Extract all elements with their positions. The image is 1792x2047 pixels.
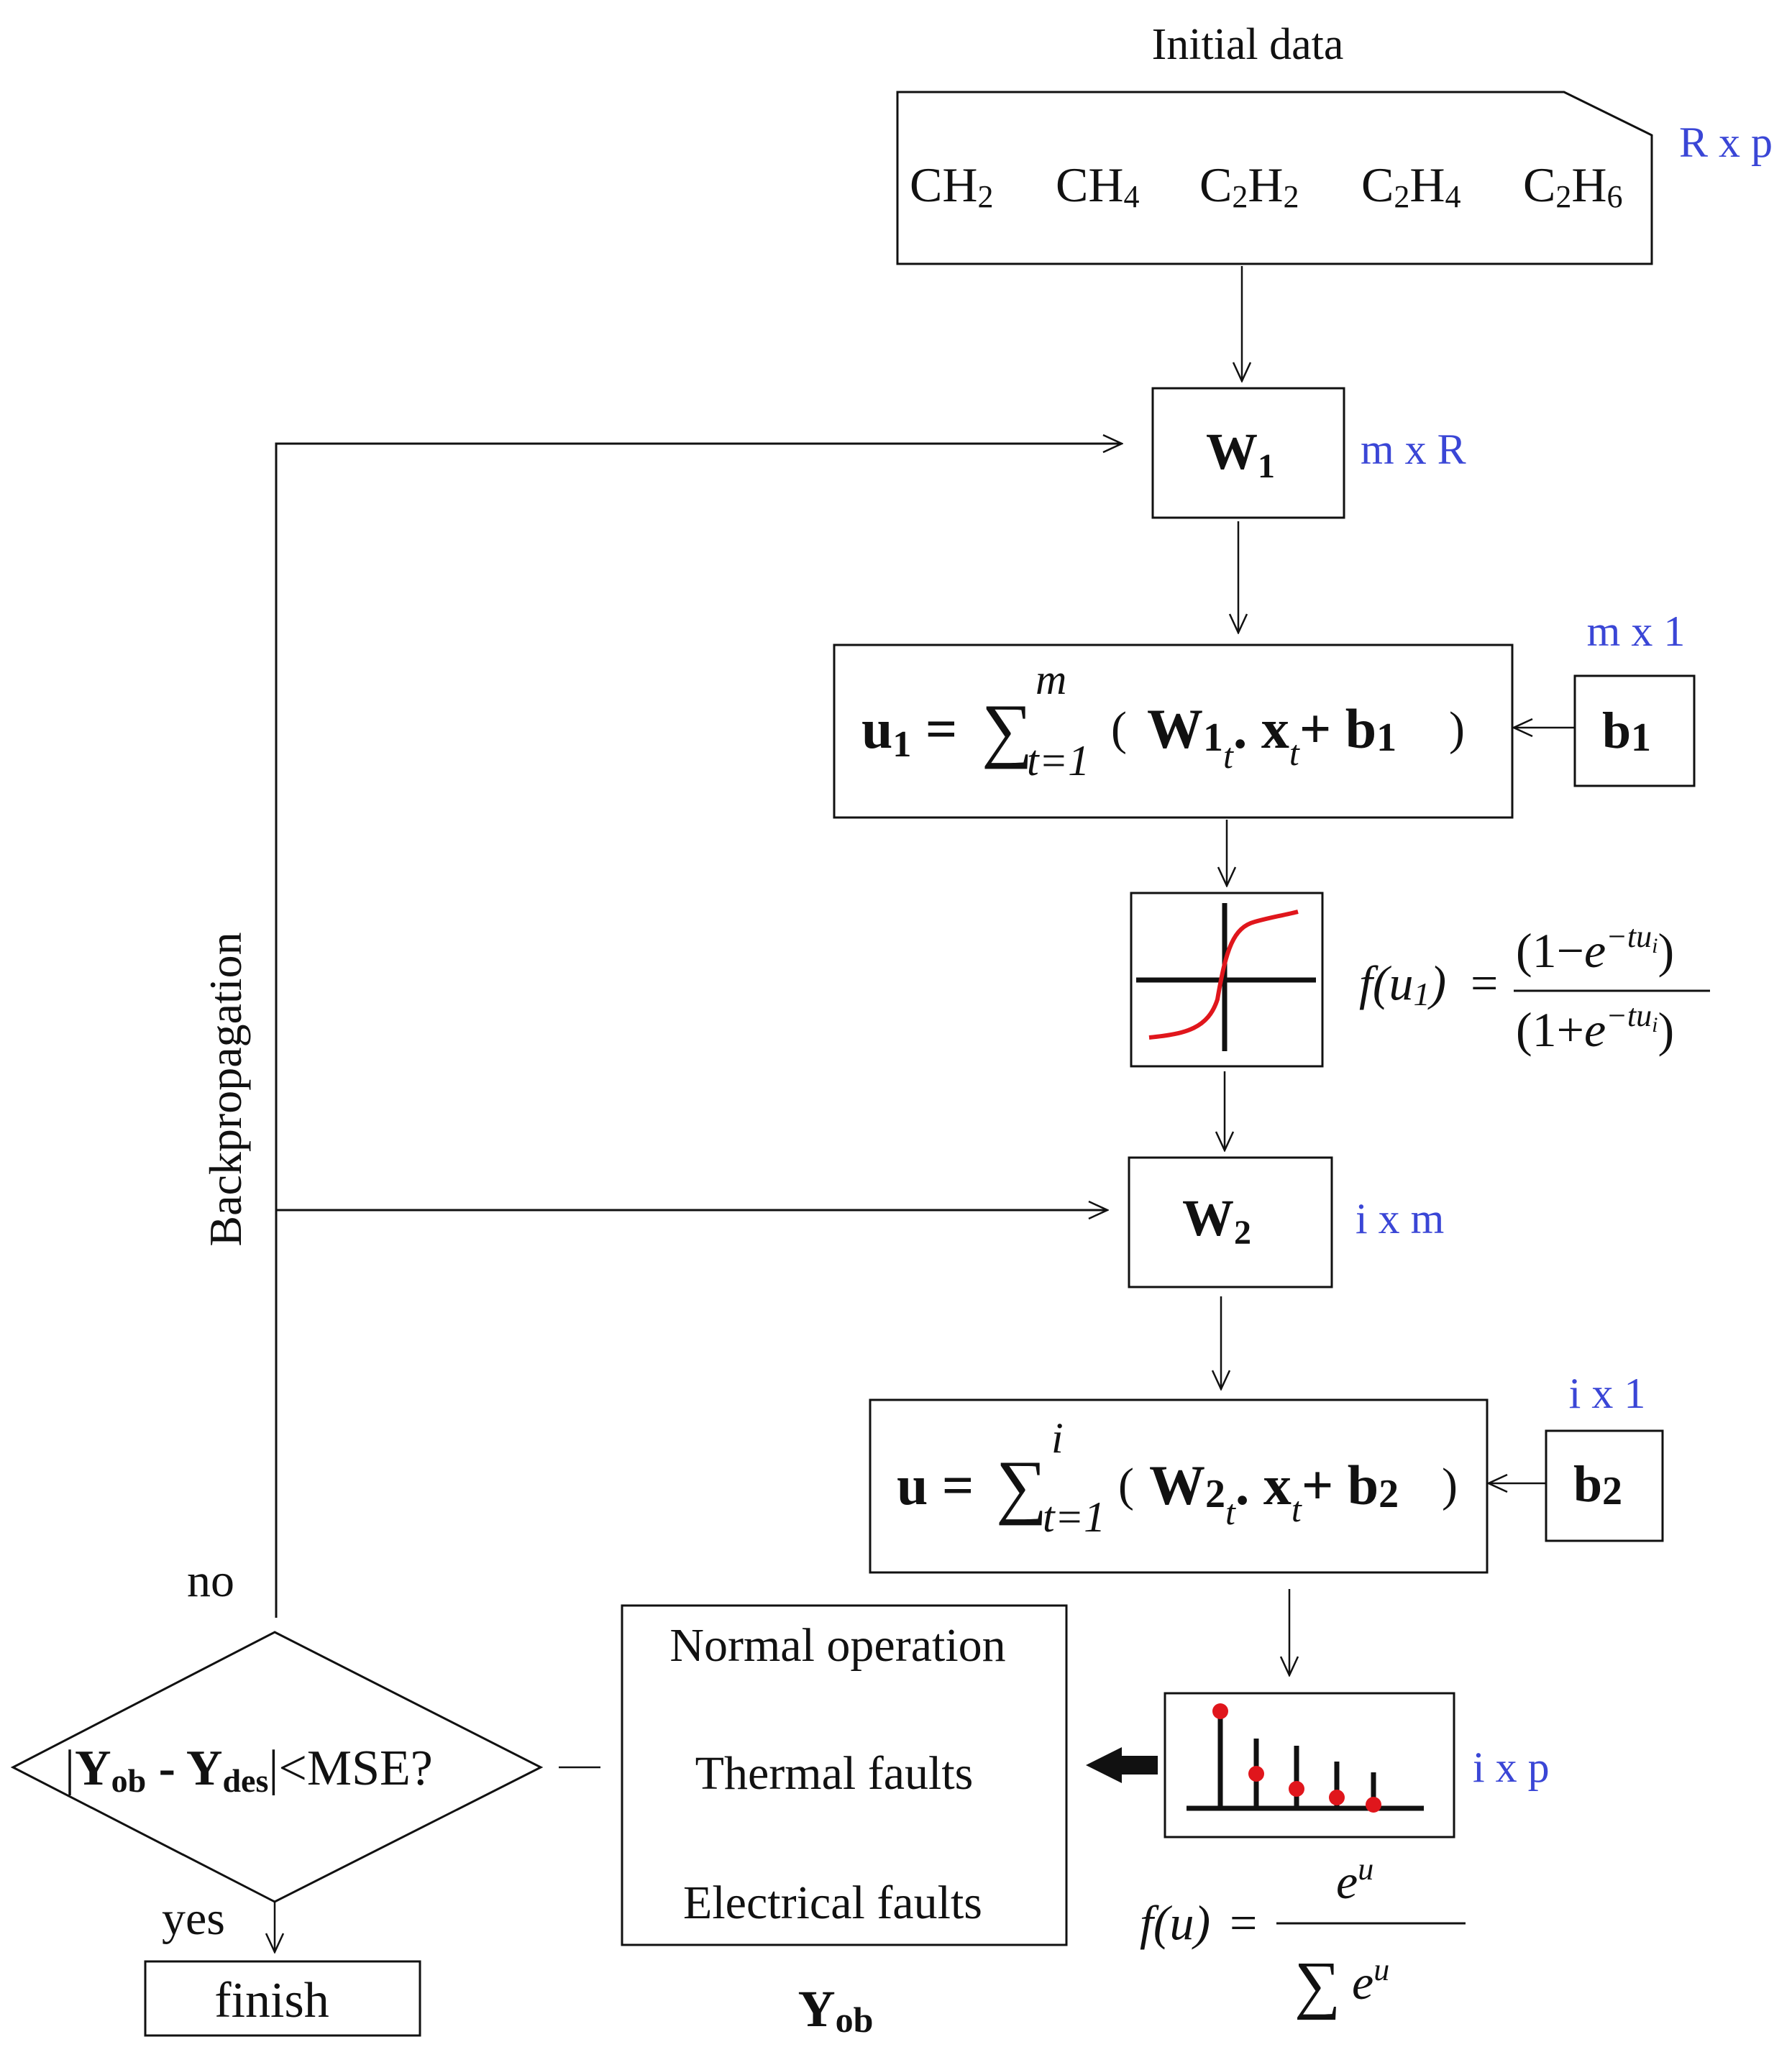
svg-text:=: = [1230,1895,1257,1950]
svg-text:(: ( [1111,702,1127,755]
arrow-softmax-to-outputs [1086,1747,1158,1783]
initial-data-title: Initial data [1152,20,1344,69]
gas-list: CH2 CH4 C2H2 C2H4 C2H6 [910,157,1622,214]
tanh-plot-icon [1136,903,1316,1051]
svg-text:∑: ∑ [1294,1949,1340,2020]
gas-c2h6: C2H6 [1523,157,1622,214]
softmax-stem-plot-icon [1187,1703,1424,1813]
u1-sigma: ∑ [982,690,1033,769]
gas-ch4: CH4 [1056,157,1139,214]
w2-box [1128,1156,1333,1288]
finish-label: finish [214,1973,329,2028]
svg-text:(1−e−tui): (1−e−tui) [1516,919,1674,978]
svg-text:eu: eu [1336,1851,1373,1909]
yes-label: yes [162,1892,225,1945]
w1-label: W1 [1206,423,1275,485]
u2-formula: u = ∑ i t=1 ( W2t. xt+ b2 ) [897,1414,1458,1541]
svg-text:u1 =: u1 = [861,697,957,765]
u1-lower: t=1 [1027,737,1089,784]
svg-text:(1+e−tui): (1+e−tui) [1516,998,1674,1057]
b1-box [1573,674,1696,787]
gas-c2h4: C2H4 [1361,157,1460,214]
gas-c2h2: C2H2 [1199,157,1299,214]
softmax-formula: f(u) = eu ∑ eu [1140,1851,1466,2020]
initial-data-dim: R x p [1679,119,1773,166]
outputs-label: Yob [798,1980,874,2040]
b2-label: b2 [1573,1455,1622,1514]
initial-data-box [896,91,1653,265]
svg-text:): ) [1442,1459,1458,1511]
u2-lower: t=1 [1043,1493,1105,1541]
w1-box [1151,387,1345,519]
b1-label: b1 [1602,702,1651,760]
w2-dim: i x m [1356,1195,1444,1242]
svg-text:eu: eu [1352,1952,1389,2010]
softmax-box [1164,1692,1455,1838]
b2-dim: i x 1 [1569,1370,1646,1417]
decision-text: |Yob - Ydes|<MSE? [65,1741,433,1799]
svg-text:(: ( [1118,1459,1134,1511]
svg-text:f(u1): f(u1) [1359,956,1446,1012]
svg-text:W2t. xt+ b2: W2t. xt+ b2 [1149,1454,1399,1532]
gas-ch2: CH2 [910,157,993,214]
backpropagation-label: Backpropagation [200,932,251,1246]
svg-text:u =: u = [897,1454,974,1516]
svg-text:f(u): f(u) [1140,1895,1210,1950]
b2-box [1545,1429,1664,1542]
u1-box [833,644,1514,819]
u2-upper: i [1051,1414,1064,1462]
backprop-line-to-w1 [275,442,1122,1618]
no-label: no [187,1554,234,1607]
w2-label: W2 [1182,1189,1251,1252]
outputs-box [621,1604,1068,1946]
activation-formula: f(u1) = (1−e−tui) (1+e−tui) [1359,919,1710,1057]
output-normal-operation: Normal operation [669,1619,1005,1672]
u1-upper: m [1036,656,1066,703]
output-electrical-faults: Electrical faults [683,1877,982,1929]
u2-box [869,1398,1489,1574]
svg-text:W1t. xt+ b1: W1t. xt+ b1 [1147,697,1396,776]
output-thermal-faults: Thermal faults [695,1747,974,1800]
svg-text:): ) [1449,702,1465,755]
b1-dim: m x 1 [1587,608,1686,655]
svg-text:=: = [1471,956,1498,1010]
u2-sigma: ∑ [996,1446,1047,1526]
w1-dim: m x R [1361,426,1466,473]
u1-formula: u1 = ∑ m t=1 ( W1t. xt+ b1 ) [861,656,1465,784]
softmax-dim: i x p [1473,1744,1550,1791]
finish-box [144,1960,421,2037]
